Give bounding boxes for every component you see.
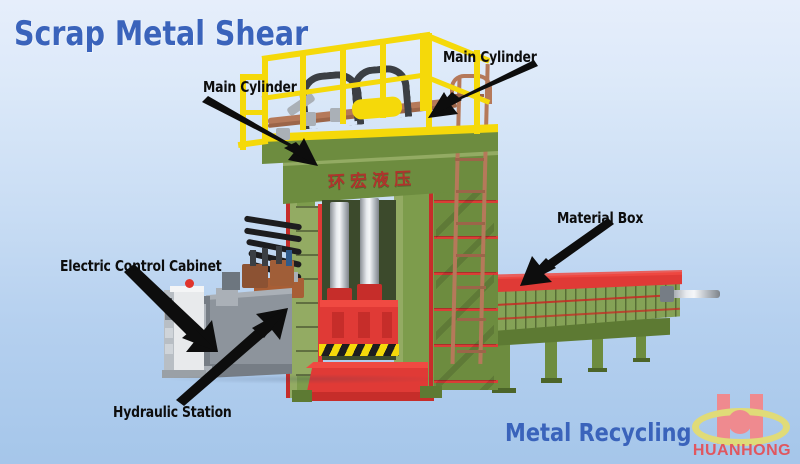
huanhong-logo: HUANHONG (690, 394, 794, 460)
arrow-main-cylinder-left (202, 96, 318, 166)
hazard-stripe (319, 344, 399, 356)
callout-label-main-cylinder-right: Main Cylinder (443, 48, 537, 66)
callout-label-material-box: Material Box (557, 209, 644, 227)
logo-center-dot (728, 410, 752, 434)
footer-tagline: Metal Recycling (505, 418, 692, 447)
main-cylinder-ram-left (330, 202, 349, 294)
arrow-main-cylinder-right (428, 60, 538, 118)
arrow-electric-cabinet (124, 264, 218, 352)
main-cylinder-ram-right (360, 198, 379, 290)
callout-label-hydraulic-station: Hydraulic Station (113, 403, 232, 421)
indicator-lamp (185, 279, 194, 288)
machine-body-text: 环宏液压 (327, 169, 417, 193)
arrow-material-box (520, 218, 614, 286)
callout-label-electric-control-cabinet: Electric Control Cabinet (60, 257, 222, 275)
page-title: Scrap Metal Shear (14, 14, 309, 54)
arrow-hydraulic-station (176, 308, 288, 406)
callout-label-main-cylinder-left: Main Cylinder (203, 78, 297, 96)
logo-wordmark: HUANHONG (692, 442, 792, 459)
